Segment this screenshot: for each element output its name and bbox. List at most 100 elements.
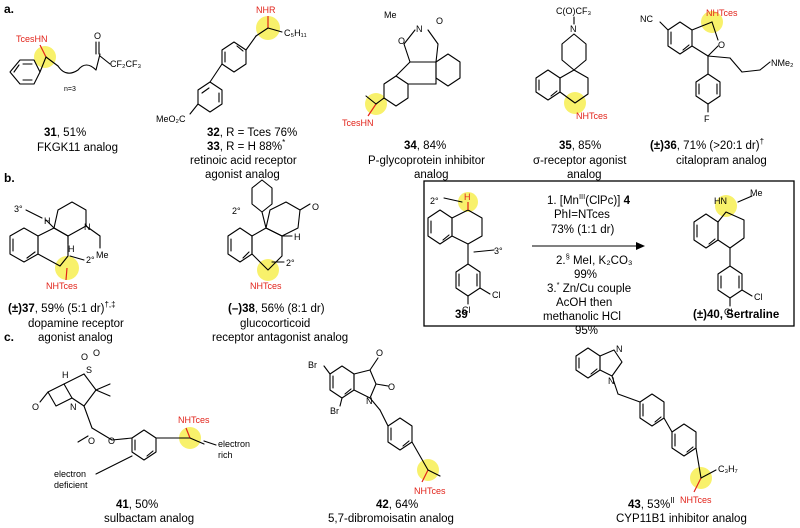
compound-40-cl2-label: Cl: [724, 307, 733, 317]
site-highlight: [715, 195, 737, 217]
compound-34-structure: [365, 29, 461, 117]
compound-41-rich-2: rich: [218, 450, 233, 460]
compound-34-o2-label: O: [436, 16, 443, 26]
compound-32-ester-label: MeO₂C: [156, 114, 186, 124]
reaction-step-1-reagent: PhI=NTces: [554, 209, 610, 221]
compound-43-nh-label: NHTces: [680, 495, 712, 505]
compound-37-h1-label: H: [44, 216, 51, 226]
compound-38-structure: [227, 179, 311, 281]
reaction-step-2-yield: 99%: [574, 269, 597, 281]
compound-35-description-2: analog: [567, 169, 602, 181]
compound-36-structure: [659, 11, 771, 113]
compound-34-caption: 34, 84%: [404, 140, 446, 152]
compound-35-nh-label: NHTces: [576, 111, 608, 121]
compound-35-acyl-label: C(O)CF₃: [556, 6, 591, 16]
section-label-b: b.: [4, 171, 15, 185]
compound-38-o-label: O: [312, 202, 319, 212]
compound-37-h2-label: H: [68, 244, 75, 254]
compound-39-structure: [427, 192, 495, 305]
reaction-step-1: 1. [MnIII(ClPc)] 4: [547, 192, 631, 207]
compound-37-caption: (±)37, 59% (5:1 dr)†,‡: [8, 300, 116, 315]
compound-42-br2-label: Br: [330, 406, 339, 416]
reaction-step-3-reagent-2: methanolic HCl: [543, 311, 621, 323]
compound-43-caption: 43, 53%II: [628, 496, 675, 511]
compound-34-description-2: analog: [414, 169, 449, 181]
compound-37-2deg-label: 2°: [86, 255, 95, 265]
reaction-step-3: 3.* Zn/Cu couple: [547, 280, 631, 295]
compound-38-2deg-a-label: 2°: [232, 206, 241, 216]
compound-36-nh-label: NHTces: [706, 8, 738, 18]
compound-39-3deg-label: 3°: [494, 246, 503, 256]
compound-37-description-2: agonist analog: [38, 332, 113, 344]
compound-38-h-label: H: [294, 232, 301, 242]
compound-37-description-1: dopamine receptor: [28, 318, 124, 330]
compound-41-s-label: S: [86, 365, 92, 375]
compound-40-cl1-label: Cl: [754, 292, 763, 302]
compound-38-caption: (–)38, 56% (8:1 dr): [228, 303, 325, 315]
compound-31-cf-label: CF₂CF₃: [110, 59, 141, 69]
compound-39-2deg-label: 2°: [430, 196, 439, 206]
compound-31-caption: 31, 51%: [44, 127, 86, 139]
reaction-arrowhead: [636, 242, 645, 250]
compound-36-caption: (±)36, 71% (>20:1 dr)†: [650, 137, 764, 152]
compound-42-nh-label: NHTces: [414, 486, 446, 496]
compound-37-3deg-label: 3°: [14, 204, 23, 214]
compound-41-o3-label: O: [32, 402, 39, 412]
compound-42-o1-label: O: [376, 348, 383, 358]
compound-39-h-label: H: [464, 192, 471, 202]
compound-36-nme2-label: NMe₂: [771, 58, 794, 68]
compound-40-hn-label: HN: [714, 196, 727, 206]
compound-31-description: FKGK11 analog: [37, 142, 118, 154]
compound-38-2deg-b-label: 2°: [286, 258, 295, 268]
compound-34-n-label: N: [416, 24, 423, 34]
sertraline-synthesis-box: [423, 180, 795, 327]
compound-34-me-label: Me: [384, 10, 397, 20]
compound-41-caption: 41, 50%: [116, 499, 158, 511]
compound-40-caption: (±)40, Sertraline: [693, 309, 779, 321]
compound-31-nh-label: TcesHN: [16, 34, 48, 44]
reaction-step-3-reagent-1: AcOH then: [556, 297, 612, 309]
compound-32-description-2: agonist analog: [205, 169, 280, 181]
compound-41-deficient-2: deficient: [54, 480, 88, 490]
compound-39-cl2-label: Cl: [462, 305, 471, 315]
compound-41-h-label: H: [62, 370, 69, 380]
compound-41-o1-label: O: [81, 352, 88, 362]
compound-41-structure: [39, 373, 205, 461]
compound-34-nh-label: TcesHN: [342, 118, 374, 128]
compound-32-caption: 32, R = Tces 76%: [207, 127, 297, 139]
reaction-step-2: 2.§ MeI, K₂CO₃: [556, 252, 633, 267]
site-highlight: [34, 46, 56, 68]
compound-43-description: CYP11B1 inhibitor analog: [616, 513, 747, 525]
compound-31-n-label: n=3: [64, 86, 76, 93]
compound-41-n-label: N: [70, 402, 77, 412]
compound-31-structure: [9, 41, 111, 85]
compound-32-structure: [189, 16, 283, 115]
compound-39-cl1-label: Cl: [492, 290, 501, 300]
compound-42-description: 5,7-dibromoisatin analog: [328, 513, 454, 525]
section-label-a: a.: [4, 2, 14, 16]
compound-40-me-label: Me: [750, 188, 763, 198]
compound-36-nc-label: NC: [640, 14, 653, 24]
compound-41-deficient-1: electron: [54, 469, 86, 479]
reaction-step-3-yield: 95%: [575, 325, 598, 337]
compound-42-br1-label: Br: [308, 360, 317, 370]
compound-41-o5-label: O: [108, 436, 115, 446]
compound-41-nh-label: NHTces: [178, 415, 210, 425]
compound-37-nh-label: NHTces: [46, 281, 78, 291]
compound-41-o4-label: O: [88, 436, 95, 446]
compound-40-structure: [693, 195, 753, 307]
compound-31-o-label: O: [94, 31, 101, 41]
compound-34-description-1: P-glycoprotein inhibitor: [368, 155, 485, 167]
compound-39-number: 39: [455, 309, 468, 321]
electron-deficient-arrow: [95, 455, 133, 475]
compound-32-nhr-label: NHR: [256, 5, 276, 15]
compound-43-n2-label: N: [608, 376, 615, 386]
compound-32-c5-label: C₅H₁₁: [284, 28, 307, 38]
compound-38-description-1: glucocorticoid: [240, 318, 310, 330]
compound-42-caption: 42, 64%: [376, 499, 418, 511]
compound-37-n-label: N: [84, 222, 91, 232]
compound-36-o-label: O: [718, 40, 725, 50]
compound-42-n-label: N: [366, 396, 373, 406]
electron-rich-arrow: [203, 440, 217, 446]
